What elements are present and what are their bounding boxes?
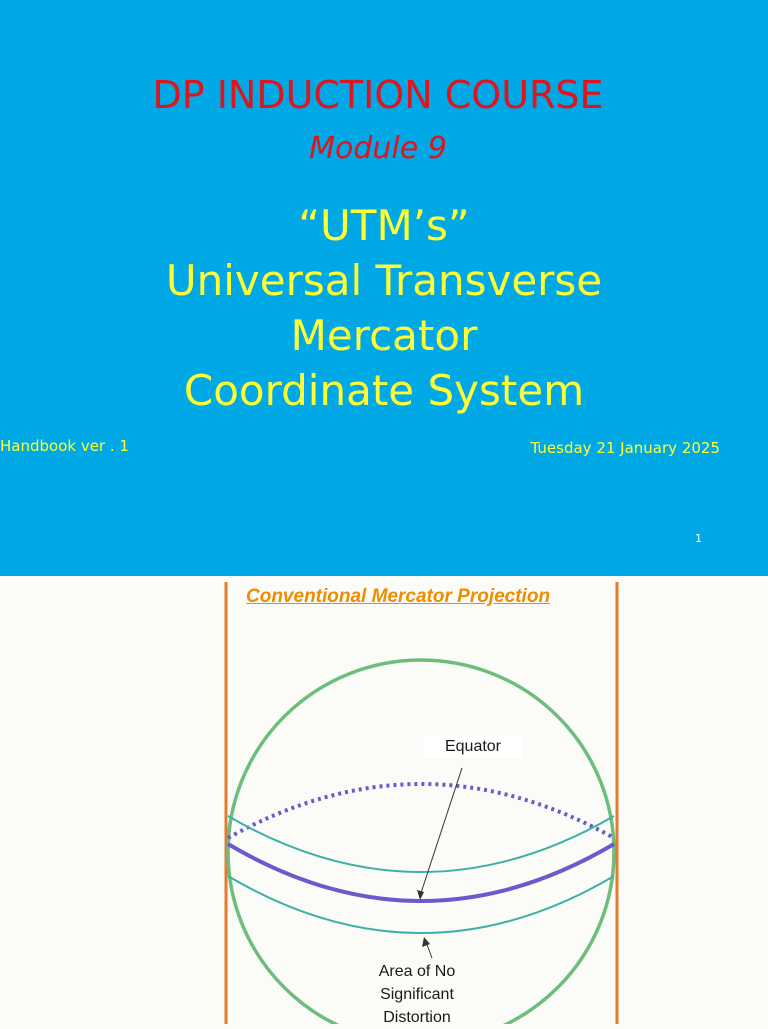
slide-date: Tuesday 21 January 2025: [530, 439, 720, 457]
slide-subtitle: “UTM’s” Universal Transverse Mercator Co…: [0, 198, 768, 418]
subtitle-line: Coordinate System: [183, 366, 585, 415]
handbook-version: Handbook ver . 1: [0, 437, 129, 455]
subtitle-line: Mercator: [290, 311, 478, 360]
globe-outline: [226, 658, 616, 1024]
course-title: DP INDUCTION COURSE: [152, 73, 604, 117]
slide-heading: Conventional Mercator Projection: [246, 586, 551, 607]
band-lower-line: [227, 875, 615, 934]
mercator-diagram: [224, 582, 619, 1024]
distortion-label-line: Significant: [380, 986, 454, 1003]
subtitle-line: “UTM’s”: [298, 201, 470, 250]
distortion-label-line: Distortion: [383, 1009, 451, 1026]
equator-back-dotted: [227, 782, 615, 840]
distortion-label-line: Area of No: [378, 963, 456, 980]
area-arrowhead: [422, 937, 430, 947]
module-label: Module 9: [309, 131, 447, 166]
band-upper-line: [227, 815, 615, 873]
subtitle-line: Universal Transverse: [165, 256, 603, 305]
title-slide: DP INDUCTION COURSE Module 9 “UTM’s” Uni…: [0, 0, 768, 576]
equator-arrow: [419, 767, 463, 897]
equator-label: Equator: [424, 736, 522, 758]
mercator-slide: Conventional Mercator Projection Equator…: [0, 576, 768, 1026]
equator-line: [226, 842, 616, 903]
distortion-label: Area of No Significant Distortion: [372, 960, 462, 1029]
equator-arrowhead: [417, 890, 424, 900]
page-number: 1: [695, 532, 702, 545]
